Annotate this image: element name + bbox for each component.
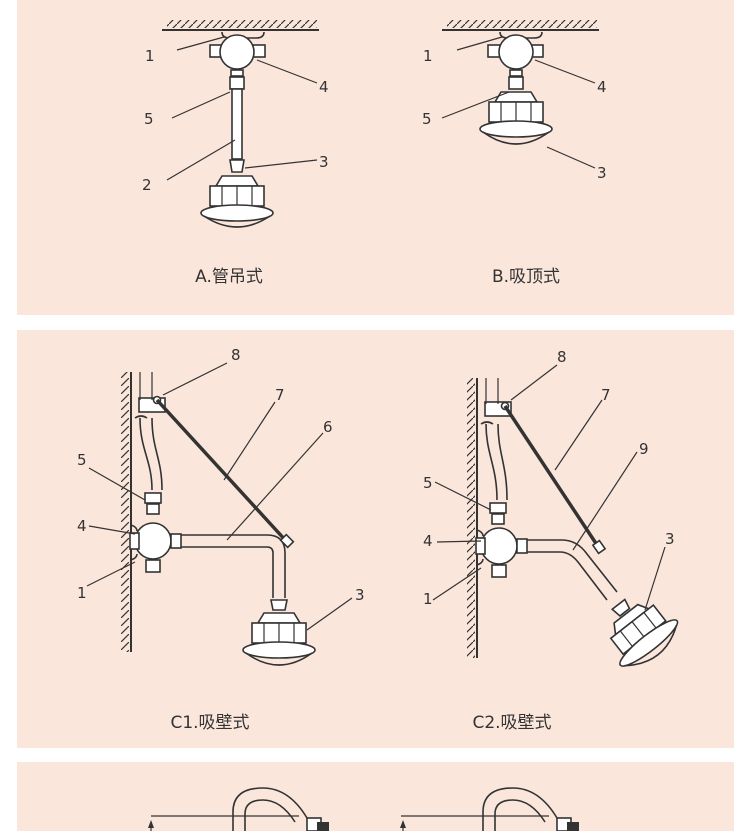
callout-c1-5: 5 [77,451,87,469]
ceiling-diagram [441,20,599,169]
callout-c1-1: 1 [77,584,87,602]
callout-c1-6: 6 [323,418,333,436]
bent-arm-diagram-1 [148,787,329,831]
caption-ceiling: B.吸顶式 [491,267,561,287]
callout-b-5: 5 [422,110,432,128]
caption-wall-c1: C1.吸壁式 [170,713,250,733]
wall-mount-diagram-c1 [86,362,353,666]
callout-c2-3: 3 [665,530,675,548]
callout-c2-8: 8 [557,348,567,366]
caption-pendant: A.管吊式 [195,267,263,287]
callout-b-4: 4 [597,78,607,96]
diagram-d-partial [148,787,579,831]
panel-wall-mount: 8 7 6 5 4 1 3 [17,330,734,748]
callout-a-3: 3 [319,153,329,171]
callout-c2-1: 1 [423,590,433,608]
callout-b-3: 3 [597,164,607,182]
callout-c2-7: 7 [601,386,611,404]
bent-arm-diagram-2 [400,787,579,831]
callout-a-4: 4 [319,78,329,96]
callout-b-1: 1 [423,47,433,65]
callout-c1-3: 3 [355,586,365,604]
panel-pendant-ceiling: 1 4 5 2 3 1 4 5 3 A.管吊式 B.吸顶式 [17,0,734,315]
pendant-diagram [162,20,319,228]
callout-c2-9: 9 [639,440,649,458]
diagram-c1-c2: 8 7 6 5 4 1 3 [77,346,679,667]
callout-a-1: 1 [145,47,155,65]
callout-a-5: 5 [144,110,154,128]
panel-bent-arm [17,762,734,831]
callout-c2-4: 4 [423,532,433,550]
callout-c1-4: 4 [77,517,87,535]
wall-mount-diagram-c2 [432,364,679,667]
callout-c1-7: 7 [275,386,285,404]
callout-a-2: 2 [142,176,152,194]
callout-c1-8: 8 [231,346,241,364]
caption-wall-c2: C2.吸壁式 [472,713,552,733]
diagram-a-b: 1 4 5 2 3 1 4 5 3 [142,20,607,228]
callout-c2-5: 5 [423,474,433,492]
